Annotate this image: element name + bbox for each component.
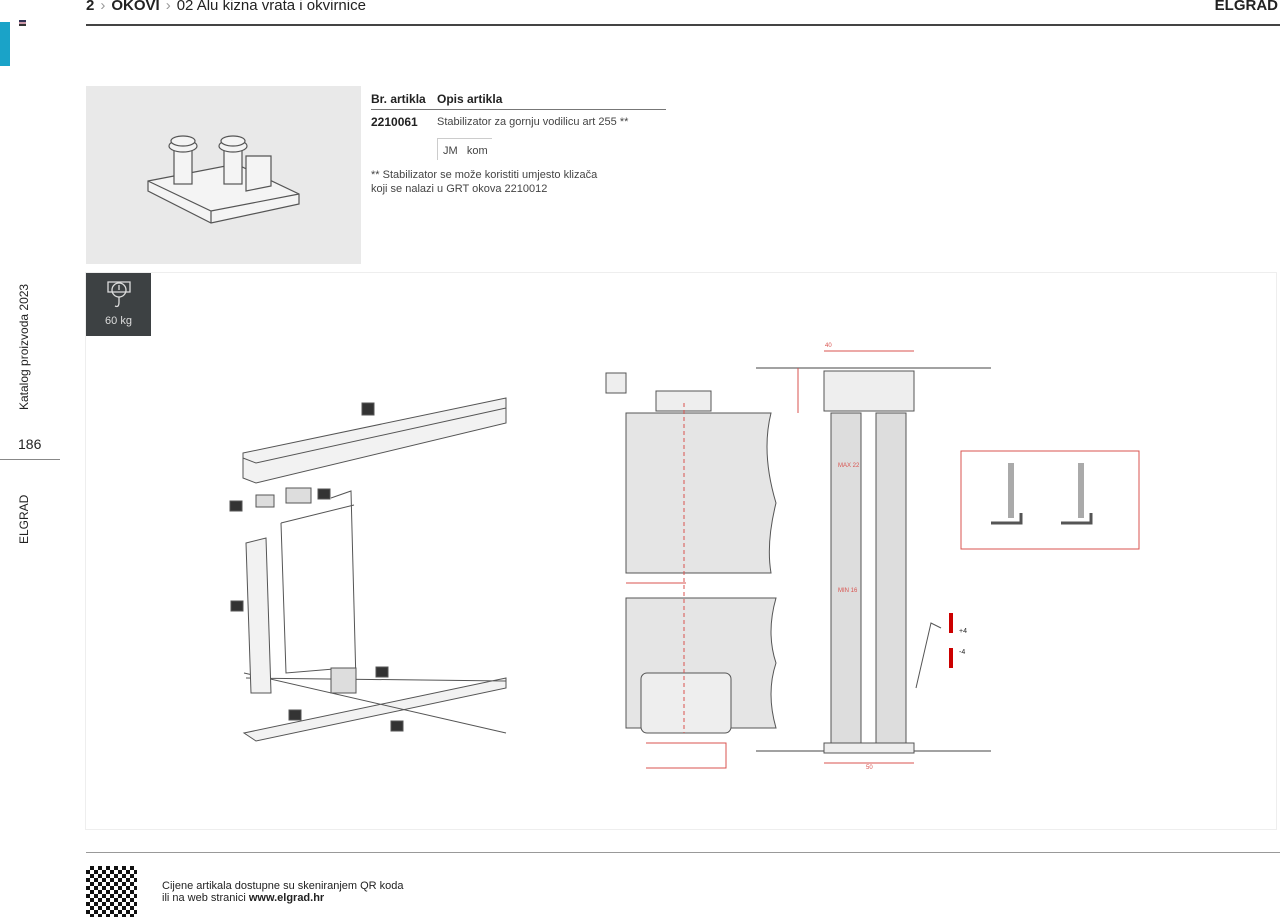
- adjust-down-label: -4: [959, 649, 966, 656]
- dim-min: MIN 16: [838, 588, 858, 594]
- header-brand: ELGRAD: [1214, 0, 1278, 14]
- adjust-up-label: +4: [959, 628, 967, 635]
- unit-label: JM: [443, 145, 458, 157]
- article-note: ** Stabilizator se može koristiti umjest…: [371, 169, 598, 195]
- unit-value: kom: [466, 145, 488, 157]
- dim-max: MAX 22: [838, 463, 860, 469]
- website-link[interactable]: www.elgrad.hr: [248, 892, 325, 904]
- detail-inset: [960, 450, 1140, 550]
- footer-divider: [86, 852, 1280, 853]
- breadcrumb-chapter[interactable]: 2: [86, 0, 95, 14]
- footer-text: Cijene artikala dostupne su skeniranjem …: [162, 880, 404, 904]
- col-description-header: Opis artikla: [437, 92, 503, 106]
- dim-top-width: 40: [825, 343, 832, 349]
- unit-cell: JM kom: [437, 138, 492, 160]
- breadcrumb: 2›OKOVI›02 Alu kizna vrata i okvirnice: [86, 0, 366, 14]
- dim-bottom-width: 50: [866, 765, 873, 771]
- flag-icon: [19, 20, 26, 26]
- section-accent-bar: [0, 22, 10, 66]
- technical-drawing-panel: 40 MAX 22 MIN 16 50 +4 -4: [85, 272, 1277, 830]
- door-section-drawing: [605, 372, 777, 769]
- header-divider: [86, 24, 1280, 26]
- load-capacity-badge: 60 kg: [86, 273, 151, 336]
- table-header-divider: [371, 109, 666, 110]
- catalog-title: Katalog proizvoda 2023: [17, 283, 31, 410]
- profile-cross-section: [756, 350, 991, 764]
- sidebar-divider: [0, 459, 60, 460]
- article-number: 2210061: [371, 115, 418, 129]
- article-description: Stabilizator za gornju vodilicu art 255 …: [437, 116, 629, 128]
- hanging-scale-icon: [106, 281, 131, 308]
- exploded-assembly-drawing: [229, 397, 507, 742]
- load-capacity: 60 kg: [105, 315, 132, 327]
- sidebar-brand: ELGRAD: [17, 494, 31, 544]
- qr-code[interactable]: [86, 866, 137, 917]
- col-article-header: Br. artikla: [371, 92, 426, 106]
- breadcrumb-subsection: Alu kizna vrata i okvirnice: [196, 0, 366, 14]
- page-number: 186: [18, 436, 42, 452]
- product-photo: [86, 86, 361, 264]
- breadcrumb-section[interactable]: OKOVI: [111, 0, 160, 14]
- breadcrumb-subsection-num: 02: [176, 0, 194, 14]
